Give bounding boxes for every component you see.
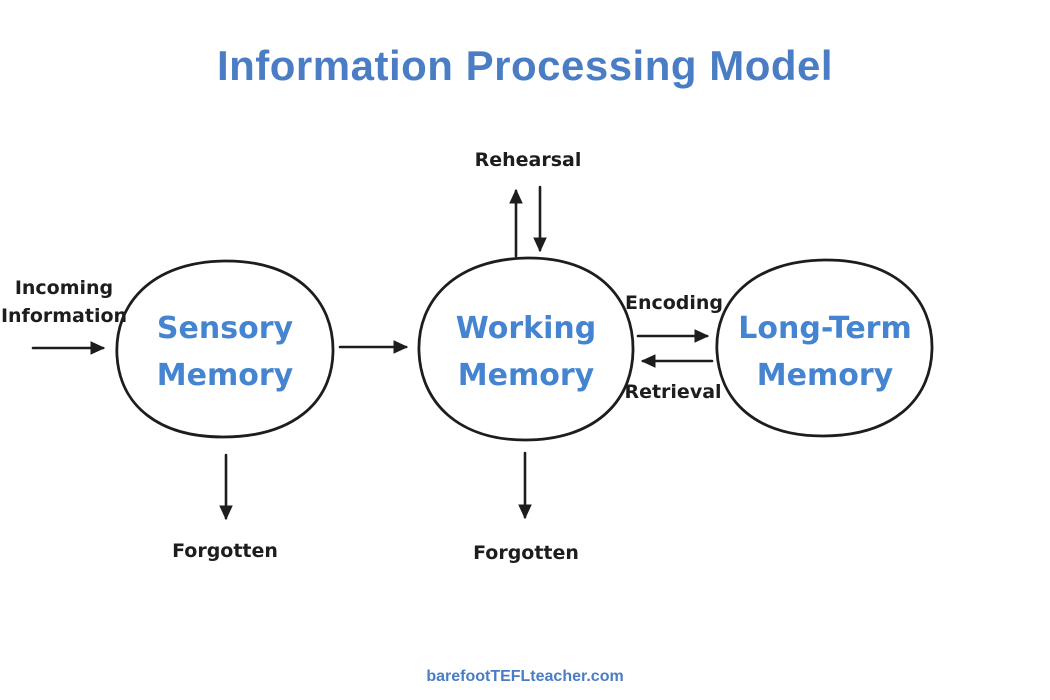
sensory-memory-line2: Memory: [156, 358, 294, 393]
working-memory-ellipse: [417, 256, 635, 442]
forgotten-label-working: Forgotten: [473, 542, 579, 564]
working-memory-line1: Working: [455, 311, 597, 346]
node-label-working-memory: Working Memory: [456, 305, 597, 399]
working-memory-line2: Memory: [457, 358, 595, 393]
page-title: Information Processing Model: [216, 42, 834, 89]
incoming-information-line2: Information: [0, 305, 128, 327]
sensory-memory-ellipse: [115, 259, 335, 439]
long-term-memory-line1: Long-Term: [738, 311, 912, 346]
rehearsal-label: Rehearsal: [474, 149, 582, 171]
incoming-information-line1: Incoming: [14, 277, 114, 299]
forgotten-label-sensory: Forgotten: [172, 540, 278, 562]
long-term-memory-ellipse: [715, 258, 934, 438]
retrieval-label: Retrieval: [624, 381, 722, 403]
sensory-memory-line1: Sensory: [156, 311, 294, 346]
node-label-long-term-memory: Long-Term Memory: [738, 305, 911, 399]
encoding-label: Encoding: [624, 292, 724, 314]
incoming-information-label: Incoming Information: [1, 274, 127, 330]
long-term-memory-line2: Memory: [756, 358, 894, 393]
footer-watermark: barefootTEFLteacher.com: [426, 668, 624, 685]
node-label-sensory-memory: Sensory Memory: [157, 305, 293, 399]
